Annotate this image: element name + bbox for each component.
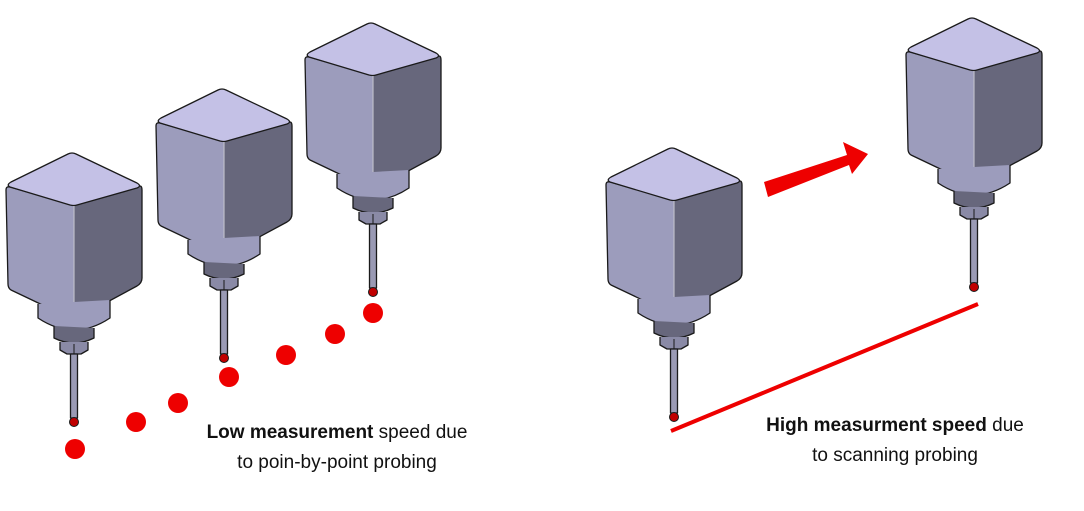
movement-arrow-icon [764,142,868,197]
point-probing-caption-rest: speed due [373,422,468,443]
scanning-caption-rest: due [986,415,1024,436]
probe-top-face [907,17,1041,72]
probe-right-start [605,147,743,422]
probe-point-2 [126,412,146,432]
probe-point-3 [168,393,188,413]
probe-point-1 [65,439,85,459]
probe-neck [203,262,245,280]
probe-tip [368,287,378,297]
probe-side-face [673,180,743,316]
probe-point-4 [219,367,239,387]
probe-left-1 [5,152,143,427]
point-probing-caption-bold: Low measurement [206,422,374,443]
probe-collar [187,236,261,267]
probe-right-end [905,17,1043,292]
probe-front-face [5,186,75,321]
probe-side-face [973,50,1043,186]
scanning-caption: High measurment speed due to scanning pr… [735,411,1055,471]
probe-neck [653,321,695,339]
scanning-caption-line2: to scanning probing [812,445,978,466]
probe-collar [336,170,410,201]
probe-stylus [69,353,79,419]
probe-scene [5,17,1043,459]
probe-front-face [304,56,374,191]
probe-point-5 [276,345,296,365]
probe-top-face [607,147,741,202]
probe-stylus [368,223,378,289]
probe-neck [53,326,95,344]
probe-point-6 [325,324,345,344]
probe-tip [969,282,979,292]
probe-left-3 [304,22,442,297]
probe-neck [953,191,995,209]
point-probing-caption: Low measurement speed due to poin-by-poi… [172,418,502,478]
probe-side-face [372,55,442,191]
probe-front-face [155,122,225,257]
probe-stylus [969,218,979,284]
probe-tip [219,353,229,363]
probe-left-2 [155,88,293,363]
scanning-caption-bold: High measurment speed [766,415,987,436]
probe-stylus [669,348,679,414]
probe-neck [352,196,394,214]
probe-collar [37,300,111,331]
probe-collar [637,295,711,326]
probe-tip [69,417,79,427]
probe-tip [669,412,679,422]
probe-stylus [219,289,229,355]
probe-front-face [605,181,675,316]
probe-top-face [306,22,440,77]
probe-collar [937,165,1011,196]
probe-point-7 [363,303,383,323]
probe-top-face [157,88,291,143]
probe-side-face [223,121,293,257]
point-probing-caption-line2: to poin-by-point probing [237,452,437,473]
probe-top-face [7,152,141,207]
scan-path-line [670,302,979,433]
probe-side-face [73,185,143,321]
probe-front-face [905,51,975,186]
